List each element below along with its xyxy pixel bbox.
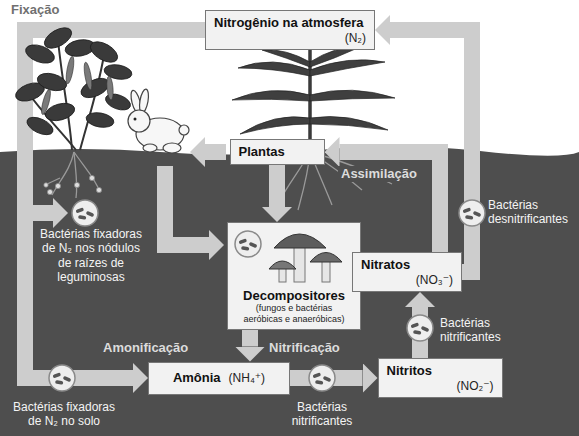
bacteria-label: Bactérias fixadoras de N₂ no solo [8, 400, 120, 429]
process-label: Fixação [8, 2, 62, 18]
flow-band [25, 205, 53, 221]
cycle-arrow [390, 30, 472, 272]
rabbit-leg [143, 144, 157, 152]
flow-band [205, 144, 226, 160]
rabbit [128, 88, 189, 153]
rabbit-leg [163, 143, 181, 153]
soil [0, 146, 579, 436]
legume-plant [13, 24, 133, 150]
nodule [47, 189, 52, 194]
leaf [24, 114, 55, 139]
cycle-arrow [269, 165, 285, 207]
flow-band [165, 166, 209, 245]
process-box: Plantas [230, 139, 325, 165]
decomposers-picture [228, 222, 360, 330]
bacteria-icon [309, 365, 335, 391]
leaf [240, 117, 310, 134]
nodule [74, 182, 79, 187]
leaf [310, 90, 395, 101]
process-box: Nitratos(NO₃⁻) [352, 252, 462, 292]
leaf [238, 62, 310, 76]
leaf [262, 50, 310, 67]
bacteria-icon [459, 200, 485, 226]
bacteria-icon [407, 315, 433, 341]
node-title: Nitrogênio na atmosfera [214, 15, 366, 31]
rabbit-tail [179, 125, 189, 135]
cycle-arrow [242, 330, 258, 347]
nodule [44, 183, 48, 187]
node-formula: (N₂) [345, 31, 366, 45]
process-box: Nitrogênio na atmosfera(N₂) [205, 10, 375, 50]
bacteria-label: Bactérias fixadoras de N₂ nos nódulos de… [36, 227, 146, 285]
bacteria-icon [235, 231, 261, 257]
bacteria-label: Bactérias desnitrificantes [488, 198, 574, 227]
pod [83, 62, 94, 91]
mushroom-cap [274, 234, 326, 248]
bacteria-icon [49, 365, 75, 391]
nodule [96, 187, 101, 192]
mushroom-stem [294, 244, 305, 282]
node-formula: (NO₃⁻) [416, 273, 453, 287]
bacteria-label: Bactérias nitrificantes [440, 316, 530, 345]
node-title: Nitritos [387, 363, 494, 379]
bacteria-label: Bactérias nitrificantes [277, 400, 367, 429]
stem [80, 55, 104, 150]
node-formula: (NH₄⁺) [229, 371, 266, 385]
leaf [232, 91, 310, 101]
nodule [55, 183, 60, 188]
box-ground [228, 222, 360, 330]
process-box: Decompositores(fungos e bactérias aeróbi… [227, 222, 361, 330]
stem [58, 40, 72, 150]
leaf [23, 41, 57, 66]
bacteria-icon [72, 200, 98, 226]
mushroom-cap [269, 261, 296, 269]
process-box: Amônia (NH₄⁺) [148, 362, 290, 395]
pod [40, 89, 53, 116]
process-label: Amonificação [100, 340, 191, 356]
leaf [310, 117, 388, 131]
crop-plant [232, 47, 395, 150]
root-nodules [44, 175, 102, 194]
leaf [87, 38, 121, 67]
pod [65, 56, 76, 85]
node-formula: (fungos e bactérias aeróbicas e anaeróbi… [235, 303, 353, 324]
process-label: Assimilação [338, 166, 420, 182]
node-title: Decompositores [243, 288, 345, 304]
node-formula: (NO₂⁻) [457, 379, 494, 393]
root [74, 152, 77, 198]
nodule [89, 175, 94, 180]
cycle-arrow [25, 30, 205, 378]
process-box: Nitritos(NO₂⁻) [378, 358, 503, 398]
root [74, 152, 100, 192]
node-title: Nitratos [361, 257, 453, 273]
pod [106, 76, 114, 100]
rabbit-head [128, 110, 150, 132]
rabbit-eye [134, 118, 137, 121]
leaf [35, 70, 68, 93]
mushroom-cap [310, 253, 342, 263]
node-title: Amônia [173, 370, 221, 386]
root [52, 152, 74, 195]
leaf [85, 111, 115, 130]
node-title: Plantas [239, 144, 316, 160]
process-label: Nitrificação [266, 340, 343, 356]
